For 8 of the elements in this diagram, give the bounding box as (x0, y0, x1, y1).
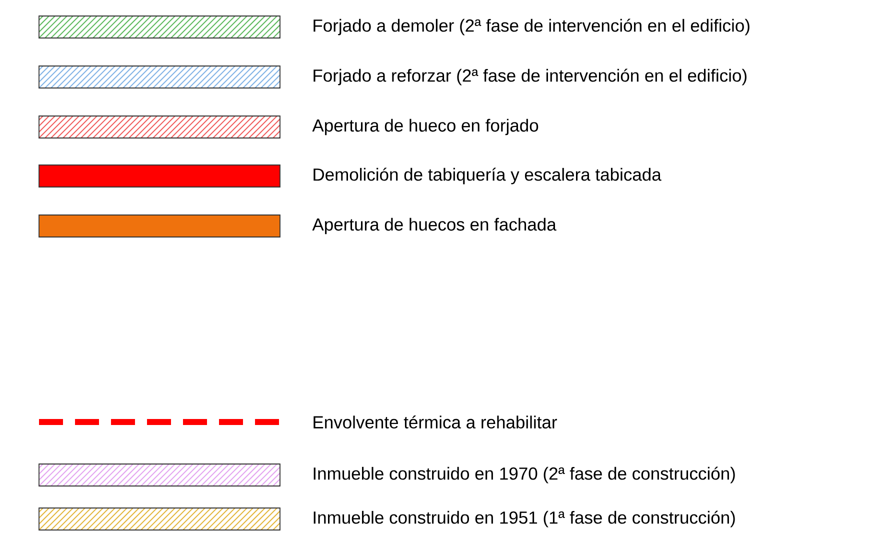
legend-label: Forjado a demoler (2ª fase de intervención en el edificio) (314, 18, 750, 36)
legend-label: Inmueble construido en 1970 (2ª fase de construcción) (314, 466, 735, 484)
legend-label: Demolición de tabiquería y escalera tabicada (314, 168, 662, 184)
legend-label: Apertura de huecos en fachada (312, 218, 556, 234)
legend-label: Forjado a reforzar (2ª fase de intervención en el edificio) (314, 68, 746, 86)
legend-label: Envolvente térmica a rehabilitar (314, 415, 557, 429)
legend-label: Inmueble construido en 1951 (1ª fase de construcción) (314, 510, 735, 528)
legend-label: Apertura de hueco en forjado (312, 118, 538, 136)
